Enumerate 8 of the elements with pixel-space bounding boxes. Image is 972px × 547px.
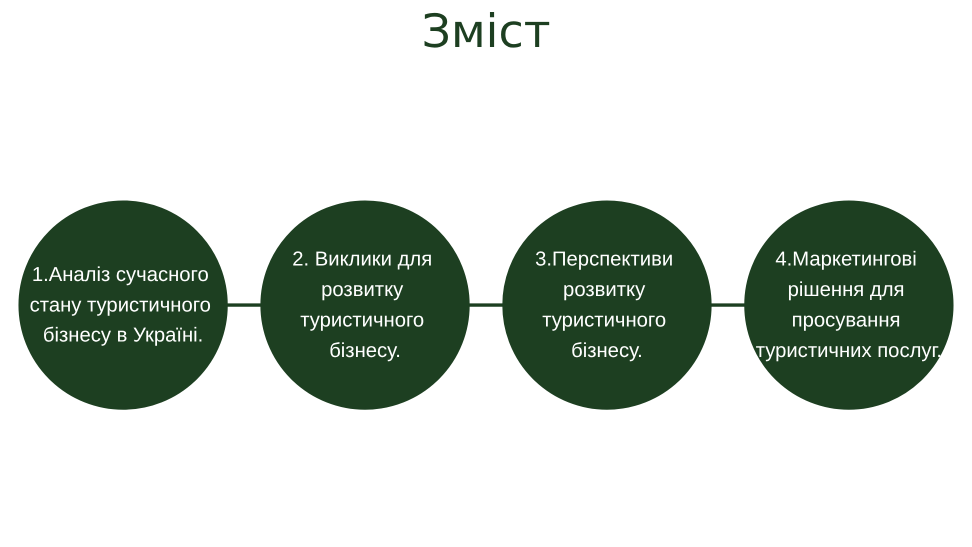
- node-circle: 3.Перспективи розвитку туристичного бізнесу.: [502, 200, 712, 410]
- connector: [711, 303, 745, 307]
- title: Зміст: [420, 3, 552, 58]
- node-circle: 2. Виклики для розвитку туристичного бізнесу.: [260, 200, 470, 410]
- node-circle: 4.Маркетингові рішення для просування туристичних послуг.: [744, 200, 954, 410]
- connector: [227, 303, 261, 307]
- connector: [469, 303, 503, 307]
- node-circle: 1.Аналіз сучасного стану туристичного бізнесу в Україні.: [18, 200, 228, 410]
